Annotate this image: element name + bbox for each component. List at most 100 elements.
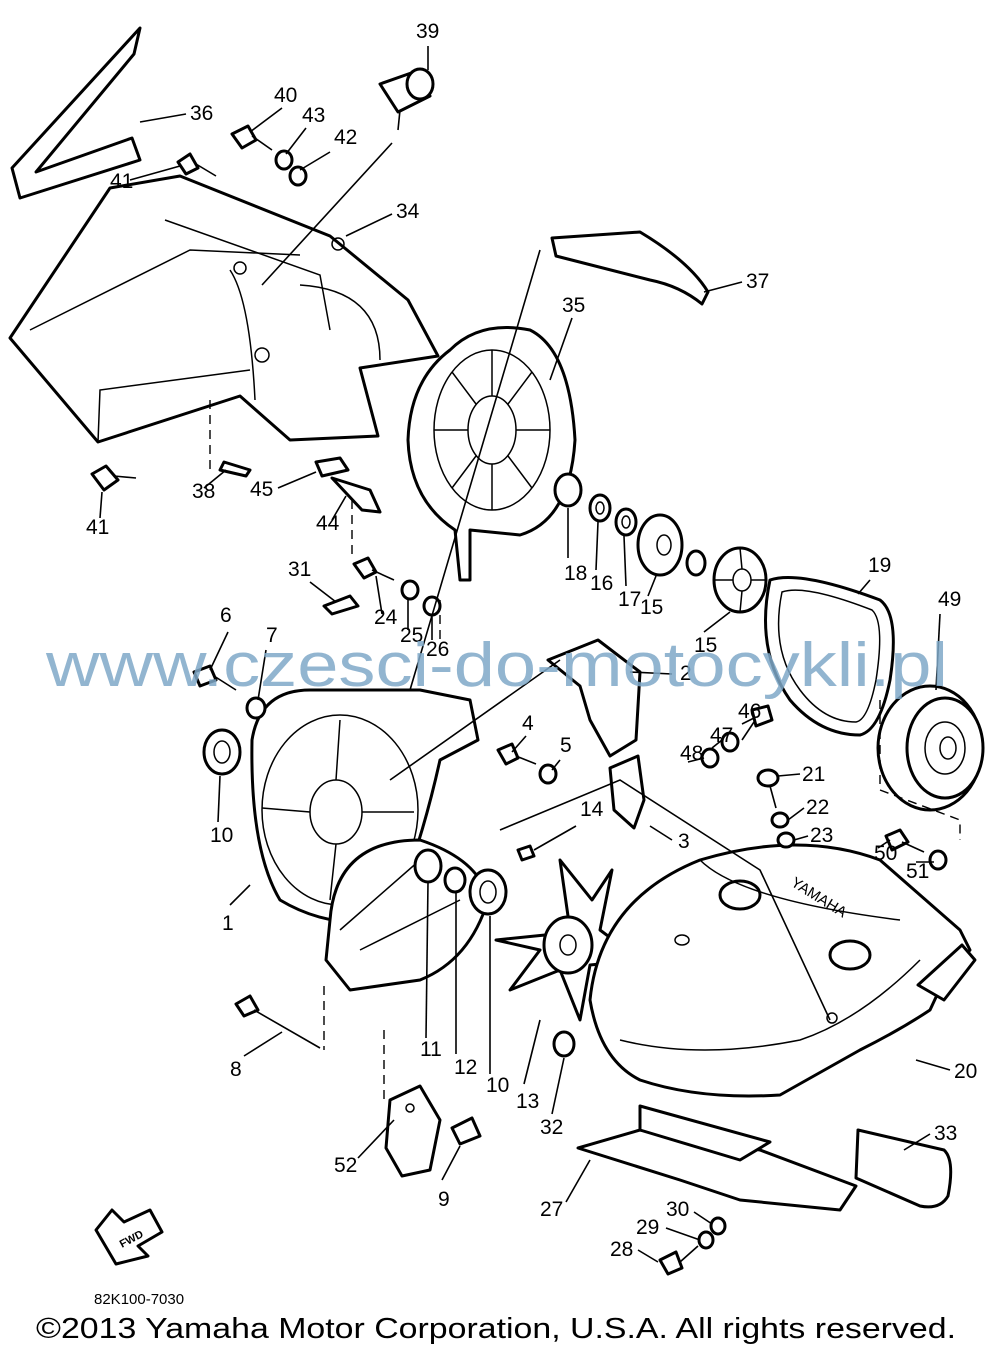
leader-line-49 — [935, 613, 941, 691]
leader-line-11 — [425, 881, 429, 1039]
leader-line-30 — [693, 1211, 713, 1225]
leader-line-13 — [523, 1019, 541, 1085]
leader-line-17 — [623, 535, 627, 587]
leader-line-1 — [229, 884, 251, 906]
part-label-2: 2 — [680, 662, 692, 685]
pulley-stack — [553, 472, 768, 614]
part-label-50: 50 — [874, 842, 897, 865]
part-2-cover — [546, 638, 642, 758]
leader-line-35 — [549, 317, 573, 381]
part-label-4: 4 — [522, 712, 534, 735]
part-label-3: 3 — [678, 830, 690, 853]
part-38-strip — [550, 230, 710, 306]
leader-line-47 — [711, 739, 723, 749]
part-label-9: 9 — [438, 1188, 450, 1211]
leader-line-34 — [345, 213, 393, 237]
part-label-11: 11 — [420, 1038, 442, 1061]
part-drawings: YAMAHA — [8, 26, 985, 1276]
part-label-15: 15 — [694, 634, 717, 657]
leader-line-24 — [375, 575, 383, 615]
part-label-7: 7 — [266, 624, 278, 647]
leader-line-33 — [903, 1133, 931, 1151]
fwd-arrow: FWD — [94, 1208, 164, 1266]
part-label-10: 10 — [486, 1074, 509, 1097]
leader-line-46 — [741, 717, 755, 725]
part-label-38: 38 — [192, 480, 215, 503]
part-label-18: 18 — [564, 562, 587, 585]
part-label-47: 47 — [710, 724, 733, 747]
part-label-32: 32 — [540, 1116, 563, 1139]
leader-line-32 — [551, 1057, 565, 1115]
leader-line-22 — [787, 807, 805, 821]
leader-line-5 — [551, 759, 561, 771]
part-label-36: 36 — [190, 102, 213, 125]
part-label-51: 51 — [906, 860, 929, 883]
leader-lines — [99, 46, 951, 1263]
part-label-37: 37 — [746, 270, 769, 293]
leader-line-36 — [139, 113, 187, 123]
part-label-31: 31 — [288, 558, 311, 581]
leader-line-15 — [647, 575, 657, 597]
part-label-40: 40 — [274, 84, 297, 107]
part-label-49: 49 — [938, 588, 961, 611]
part-13-fan — [494, 858, 642, 1022]
part-label-12: 12 — [454, 1056, 477, 1079]
leader-line-40 — [249, 107, 283, 133]
bolts — [90, 124, 948, 1276]
leader-line-7 — [257, 649, 267, 701]
leader-line-52 — [357, 1119, 395, 1159]
leader-line-9 — [441, 1145, 461, 1181]
leader-line-41 — [99, 491, 103, 519]
part-35-air-duct — [8, 174, 440, 444]
leader-line-14 — [533, 825, 577, 851]
leader-line-20 — [915, 1059, 951, 1071]
part-label-41: 41 — [110, 170, 133, 193]
part-40-grommet — [378, 67, 435, 131]
part-label-25: 25 — [400, 624, 423, 647]
leader-line-15 — [703, 611, 731, 633]
part-label-33: 33 — [934, 1122, 957, 1145]
leader-line-28 — [637, 1249, 659, 1263]
part-label-15: 15 — [640, 596, 663, 619]
part-20-belt — [764, 576, 895, 737]
part-label-13: 13 — [516, 1090, 539, 1113]
part-label-14: 14 — [580, 798, 604, 821]
leader-line-10 — [217, 775, 221, 823]
watermark: www.czesci-do-motocykli.pl — [45, 631, 948, 700]
leader-line-50 — [877, 839, 891, 849]
part-label-52: 52 — [334, 1154, 357, 1177]
part-36-fan-cover — [406, 326, 577, 582]
leader-line-8 — [243, 1031, 283, 1057]
leader-line-19 — [857, 579, 871, 595]
leader-line-37 — [703, 281, 743, 293]
part-label-45: 45 — [250, 478, 273, 501]
parts-11-12-10 — [413, 848, 508, 916]
leader-line-45 — [277, 471, 317, 489]
leader-line-27 — [565, 1159, 591, 1203]
part-37-gasket — [10, 26, 142, 200]
leader-line-3 — [649, 825, 673, 841]
part-34-pad — [854, 1128, 953, 1209]
leader-line-16 — [595, 521, 599, 571]
part-label-44: 44 — [316, 512, 340, 535]
leader-line-31 — [309, 581, 337, 603]
leader-line-38 — [203, 469, 227, 489]
leader-line-42 — [299, 151, 331, 171]
part-label-26: 26 — [426, 638, 449, 661]
leader-line-44 — [331, 495, 347, 521]
copyright: ©2013 Yamaha Motor Corporation, U.S.A. A… — [36, 1313, 956, 1345]
leader-line-29 — [665, 1227, 701, 1241]
part-label-10: 10 — [210, 824, 233, 847]
part-label-16: 16 — [590, 572, 613, 595]
part-label-23: 23 — [810, 824, 833, 847]
part-label-34: 34 — [396, 200, 420, 223]
part-label-41: 41 — [86, 516, 109, 539]
leader-line-6 — [209, 631, 229, 671]
part-53-plate — [384, 1084, 442, 1178]
part-7-washer — [245, 696, 267, 720]
leader-line-2 — [629, 671, 673, 675]
part-label-43: 43 — [302, 104, 325, 127]
part-label-1: 1 — [222, 912, 234, 935]
